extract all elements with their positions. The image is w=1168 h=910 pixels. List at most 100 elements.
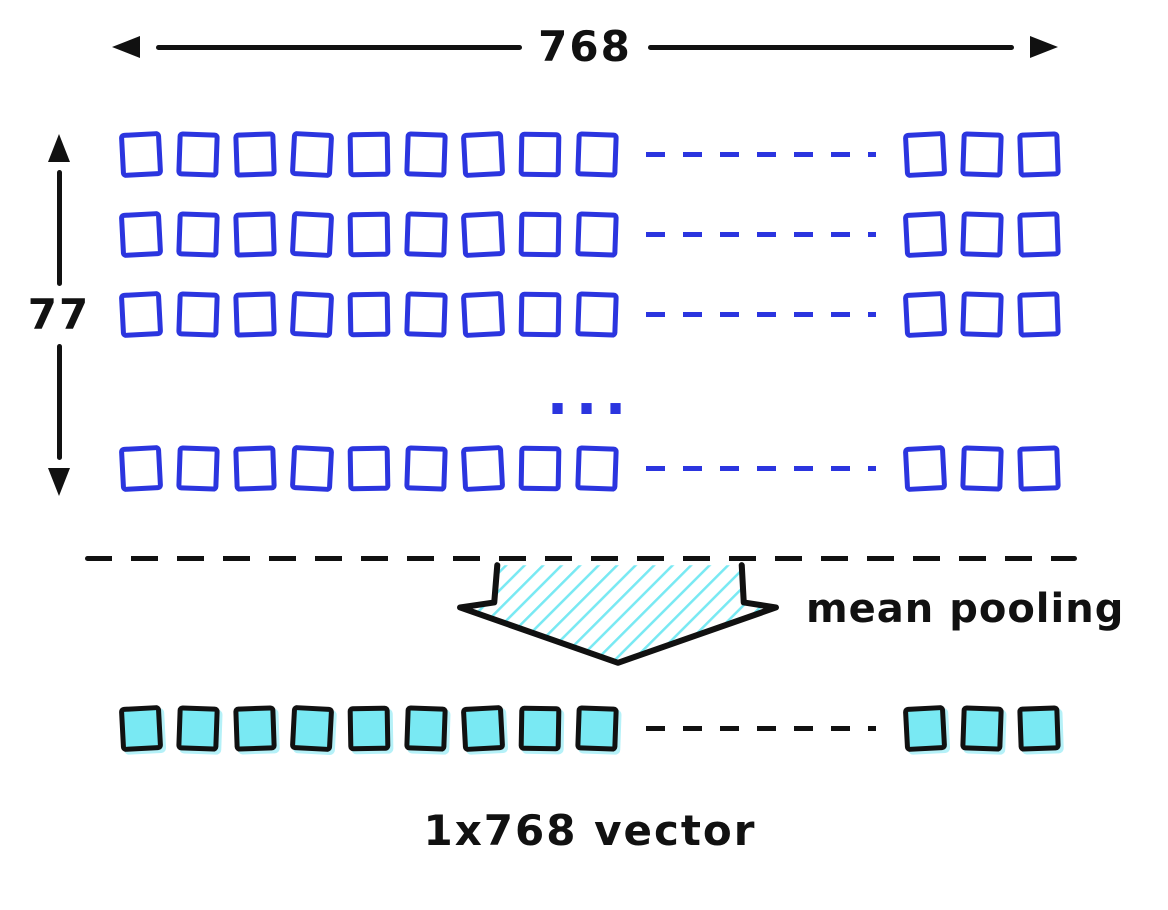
token-row [118,128,1061,180]
square-group-right [902,444,1061,492]
token-cell [902,210,948,258]
token-cell [460,290,506,338]
token-row [118,208,1061,260]
row-ellipsis: ... [546,359,634,428]
token-cell [518,445,562,491]
token-cell [404,290,448,338]
token-cell [960,130,1004,178]
height-arrow-line-top [56,170,62,286]
token-cell [575,130,619,178]
square-group-left [118,704,619,752]
token-cell [233,290,277,338]
vector-caption: 1x768 vector [423,806,757,855]
square-group-right [902,290,1061,338]
token-cell [404,210,448,258]
square-group-left [118,290,619,338]
token-cell [575,210,619,258]
funnel-shape [457,562,779,666]
pooled-cell [960,704,1004,752]
token-cell [233,130,277,178]
token-cell [460,130,506,178]
height-arrow-line-bottom [56,344,62,460]
token-cell [1017,290,1061,338]
square-group-left [118,210,619,258]
square-group-left [118,130,619,178]
embedding-matrix: ... [118,128,1061,522]
token-row [118,288,1061,340]
pooled-cell [902,704,948,752]
token-cell [518,131,562,177]
pooled-cell [176,704,220,752]
height-arrow: 77 [24,134,94,496]
token-cell [518,291,562,337]
width-arrow-line-right [647,44,1015,50]
token-cell [902,444,948,492]
square-group-left [118,444,619,492]
pooled-cell [1017,704,1061,752]
token-cell [289,444,335,492]
pooled-cell [289,704,335,752]
token-cell [118,290,164,338]
pooled-cell [404,704,448,752]
mean-pooling-label: mean pooling [806,586,1125,632]
token-cell [1017,210,1061,258]
token-cell [460,444,506,492]
token-cell [176,444,220,492]
token-cell [1017,130,1061,178]
pooled-vector-container [118,702,1061,754]
token-cell [118,130,164,178]
matrix-rows-top [118,128,1061,340]
pooled-cell [460,704,506,752]
square-group-right [902,130,1061,178]
token-cell [960,210,1004,258]
row-dashed-gap [646,311,876,317]
token-cell [289,130,335,178]
row-dashed-gap [646,725,876,731]
pooled-cell [118,704,164,752]
mean-pooling-arrow [457,562,779,666]
token-cell [118,444,164,492]
token-cell [176,290,220,338]
row-dashed-gap [646,231,876,237]
token-cell [404,444,448,492]
width-arrow-line-left [156,44,523,50]
token-row [118,442,1061,494]
arrowhead-up-icon [48,134,70,162]
token-cell [347,291,391,337]
token-cell [575,444,619,492]
arrowhead-left-icon [112,36,140,58]
token-cell [518,211,562,257]
square-group-right [902,704,1061,752]
token-cell [960,444,1004,492]
matrix-rows-bottom [118,442,1061,494]
token-cell [575,290,619,338]
height-label: 77 [27,290,91,339]
token-cell [233,210,277,258]
token-cell [176,210,220,258]
width-label: 768 [538,22,632,71]
pooled-cell [347,705,391,751]
token-cell [347,445,391,491]
token-cell [1017,444,1061,492]
token-cell [289,210,335,258]
pooled-cell [233,704,277,752]
token-cell [960,290,1004,338]
square-group-right [902,210,1061,258]
token-cell [902,130,948,178]
token-cell [176,130,220,178]
pooled-cell [575,704,619,752]
divider-dashed-line [85,556,1077,561]
row-dashed-gap [646,151,876,157]
pooled-vector-row [118,702,1061,754]
token-cell [404,130,448,178]
token-cell [347,131,391,177]
token-cell [233,444,277,492]
arrowhead-down-icon [48,468,70,496]
width-arrow: 768 [112,22,1059,71]
token-cell [902,290,948,338]
token-cell [289,290,335,338]
token-cell [460,210,506,258]
token-cell [118,210,164,258]
arrowhead-right-icon [1030,36,1059,58]
